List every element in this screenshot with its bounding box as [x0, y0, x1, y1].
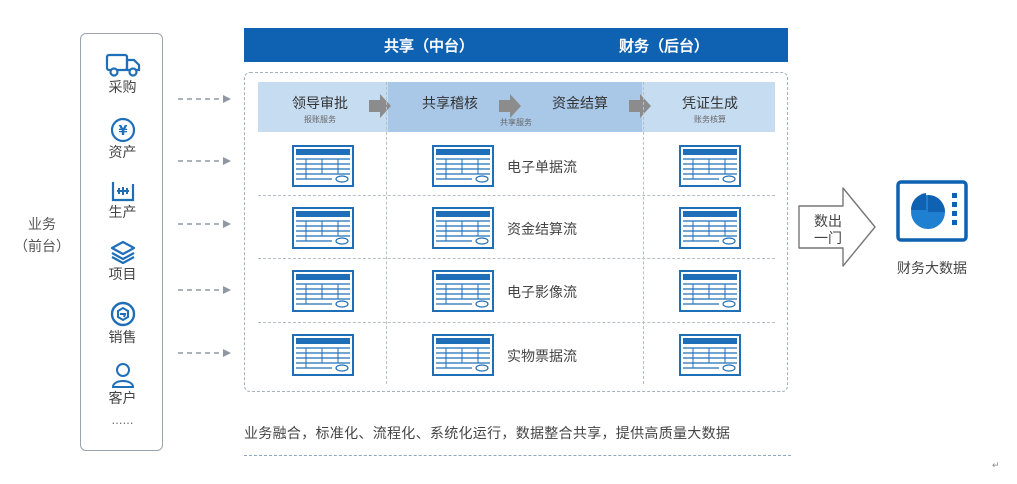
document-form-icon: [432, 270, 494, 312]
document-form-icon: [292, 270, 354, 312]
document-form-icon: [432, 145, 494, 187]
flow-label-electronic-images: 电子影像流: [507, 285, 577, 301]
module-label: 客户: [108, 391, 137, 407]
flow-arrow-3: [178, 220, 231, 228]
big-data-chart-icon: [896, 180, 968, 242]
module-label: 采购: [108, 80, 137, 96]
person-icon: [111, 363, 134, 388]
module-production: 生产: [81, 179, 164, 222]
row-divider: [258, 258, 775, 259]
module-label: 生产: [108, 205, 137, 221]
flow-arrow-5: [178, 349, 231, 357]
step-audit: 共享稽核: [422, 96, 478, 112]
document-form-icon: [292, 334, 354, 376]
big-data-label: 财务大数据: [897, 261, 967, 277]
output-arrow-line1: 数出: [814, 214, 842, 230]
paragraph-mark: ↵: [992, 461, 1000, 471]
flow-label-physical-invoices: 实物票据流: [507, 349, 577, 365]
header-finance: 财务（后台）: [619, 37, 710, 55]
module-label: 资产: [108, 145, 137, 161]
module-label: 销售: [108, 330, 137, 346]
document-form-icon: [679, 207, 741, 249]
header-shared: 共享（中台）: [384, 37, 475, 55]
step-settlement: 资金结算: [552, 96, 608, 112]
module-label: 项目: [108, 267, 137, 283]
output-arrow-label: 数出 一门: [808, 214, 848, 248]
flow-arrow-4: [178, 286, 231, 294]
front-label-line2: （前台）: [14, 239, 70, 255]
flow-label-electronic-docs: 电子单据流: [507, 160, 577, 176]
production-icon: [111, 182, 134, 202]
chevron-right-icon: [629, 94, 651, 118]
document-form-icon: [292, 145, 354, 187]
row-divider: [258, 195, 775, 196]
summary-divider: [244, 455, 791, 456]
document-form-icon: [432, 334, 494, 376]
document-form-icon: [292, 207, 354, 249]
document-form-icon: [432, 207, 494, 249]
header-bar: 共享（中台） 财务（后台）: [244, 28, 788, 62]
svg-text:¥: ¥: [118, 124, 127, 139]
chevron-right-icon: [369, 94, 391, 118]
output-arrow-line2: 一门: [814, 231, 842, 247]
chevron-right-icon: [499, 94, 521, 118]
module-assets: ¥ 资产: [81, 117, 164, 162]
document-form-icon: [679, 270, 741, 312]
front-label-line1: 业务: [28, 217, 56, 233]
truck-icon: [105, 53, 140, 77]
modules-more: ……: [111, 414, 134, 427]
module-projects: 项目: [81, 239, 164, 284]
sales-icon: [110, 301, 135, 327]
front-office-label: 业务 （前台）: [14, 214, 70, 258]
row-divider: [258, 322, 775, 323]
output-arrow: [798, 187, 876, 267]
process-panel: [244, 72, 788, 392]
module-customers: 客户: [81, 361, 164, 408]
business-modules-panel: 采购 ¥ 资产 生产 项目 销售: [80, 33, 163, 451]
column-divider: [386, 82, 387, 384]
module-procurement: 采购: [81, 52, 164, 97]
sub-shared-service: 共享服务: [500, 118, 532, 127]
summary-text: 业务融合，标准化、流程化、系统化运行，数据整合共享，提供高质量大数据: [244, 426, 731, 442]
flow-arrow-1: [178, 95, 231, 103]
sub-reimbursement: 报账服务: [304, 115, 336, 124]
document-form-icon: [679, 334, 741, 376]
sub-accounting: 账务核算: [694, 115, 726, 124]
step-approval: 领导审批: [292, 96, 348, 112]
flow-label-fund-settlement: 资金结算流: [507, 222, 577, 238]
step-voucher: 凭证生成: [682, 96, 738, 112]
yen-circle-icon: ¥: [110, 117, 135, 143]
layers-icon: [110, 240, 135, 265]
document-form-icon: [679, 145, 741, 187]
flow-arrow-2: [178, 157, 231, 165]
column-divider: [643, 82, 644, 384]
module-sales: 销售: [81, 300, 164, 347]
